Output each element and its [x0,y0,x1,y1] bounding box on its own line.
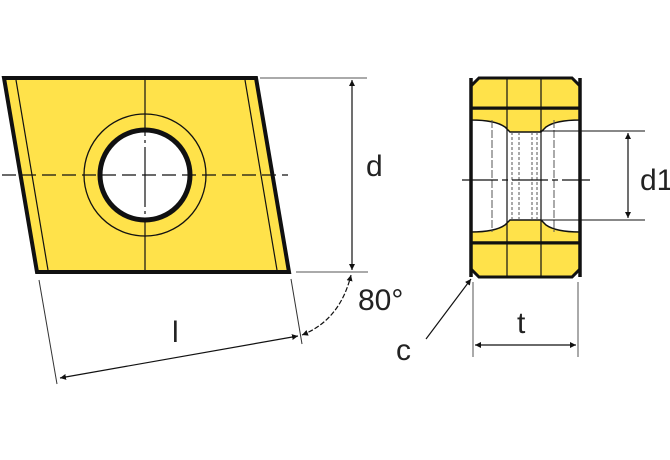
label-t: t [517,307,526,340]
bottom-band [469,241,582,279]
dimension-l: l [38,278,303,385]
dimension-c: c [396,278,472,367]
label-angle: 80° [358,284,403,317]
dimension-d1: d1 [540,130,670,221]
label-l: l [172,316,179,349]
label-c: c [396,334,411,367]
dimension-d: d [260,77,383,273]
dimension-t: t [472,282,579,357]
edge-land-right [244,79,278,271]
dimension-angle: 80° [301,274,403,336]
label-d: d [366,150,383,183]
top-band [469,76,582,110]
top-view [1,76,292,274]
side-view [462,76,590,279]
label-d1: d1 [640,164,670,197]
